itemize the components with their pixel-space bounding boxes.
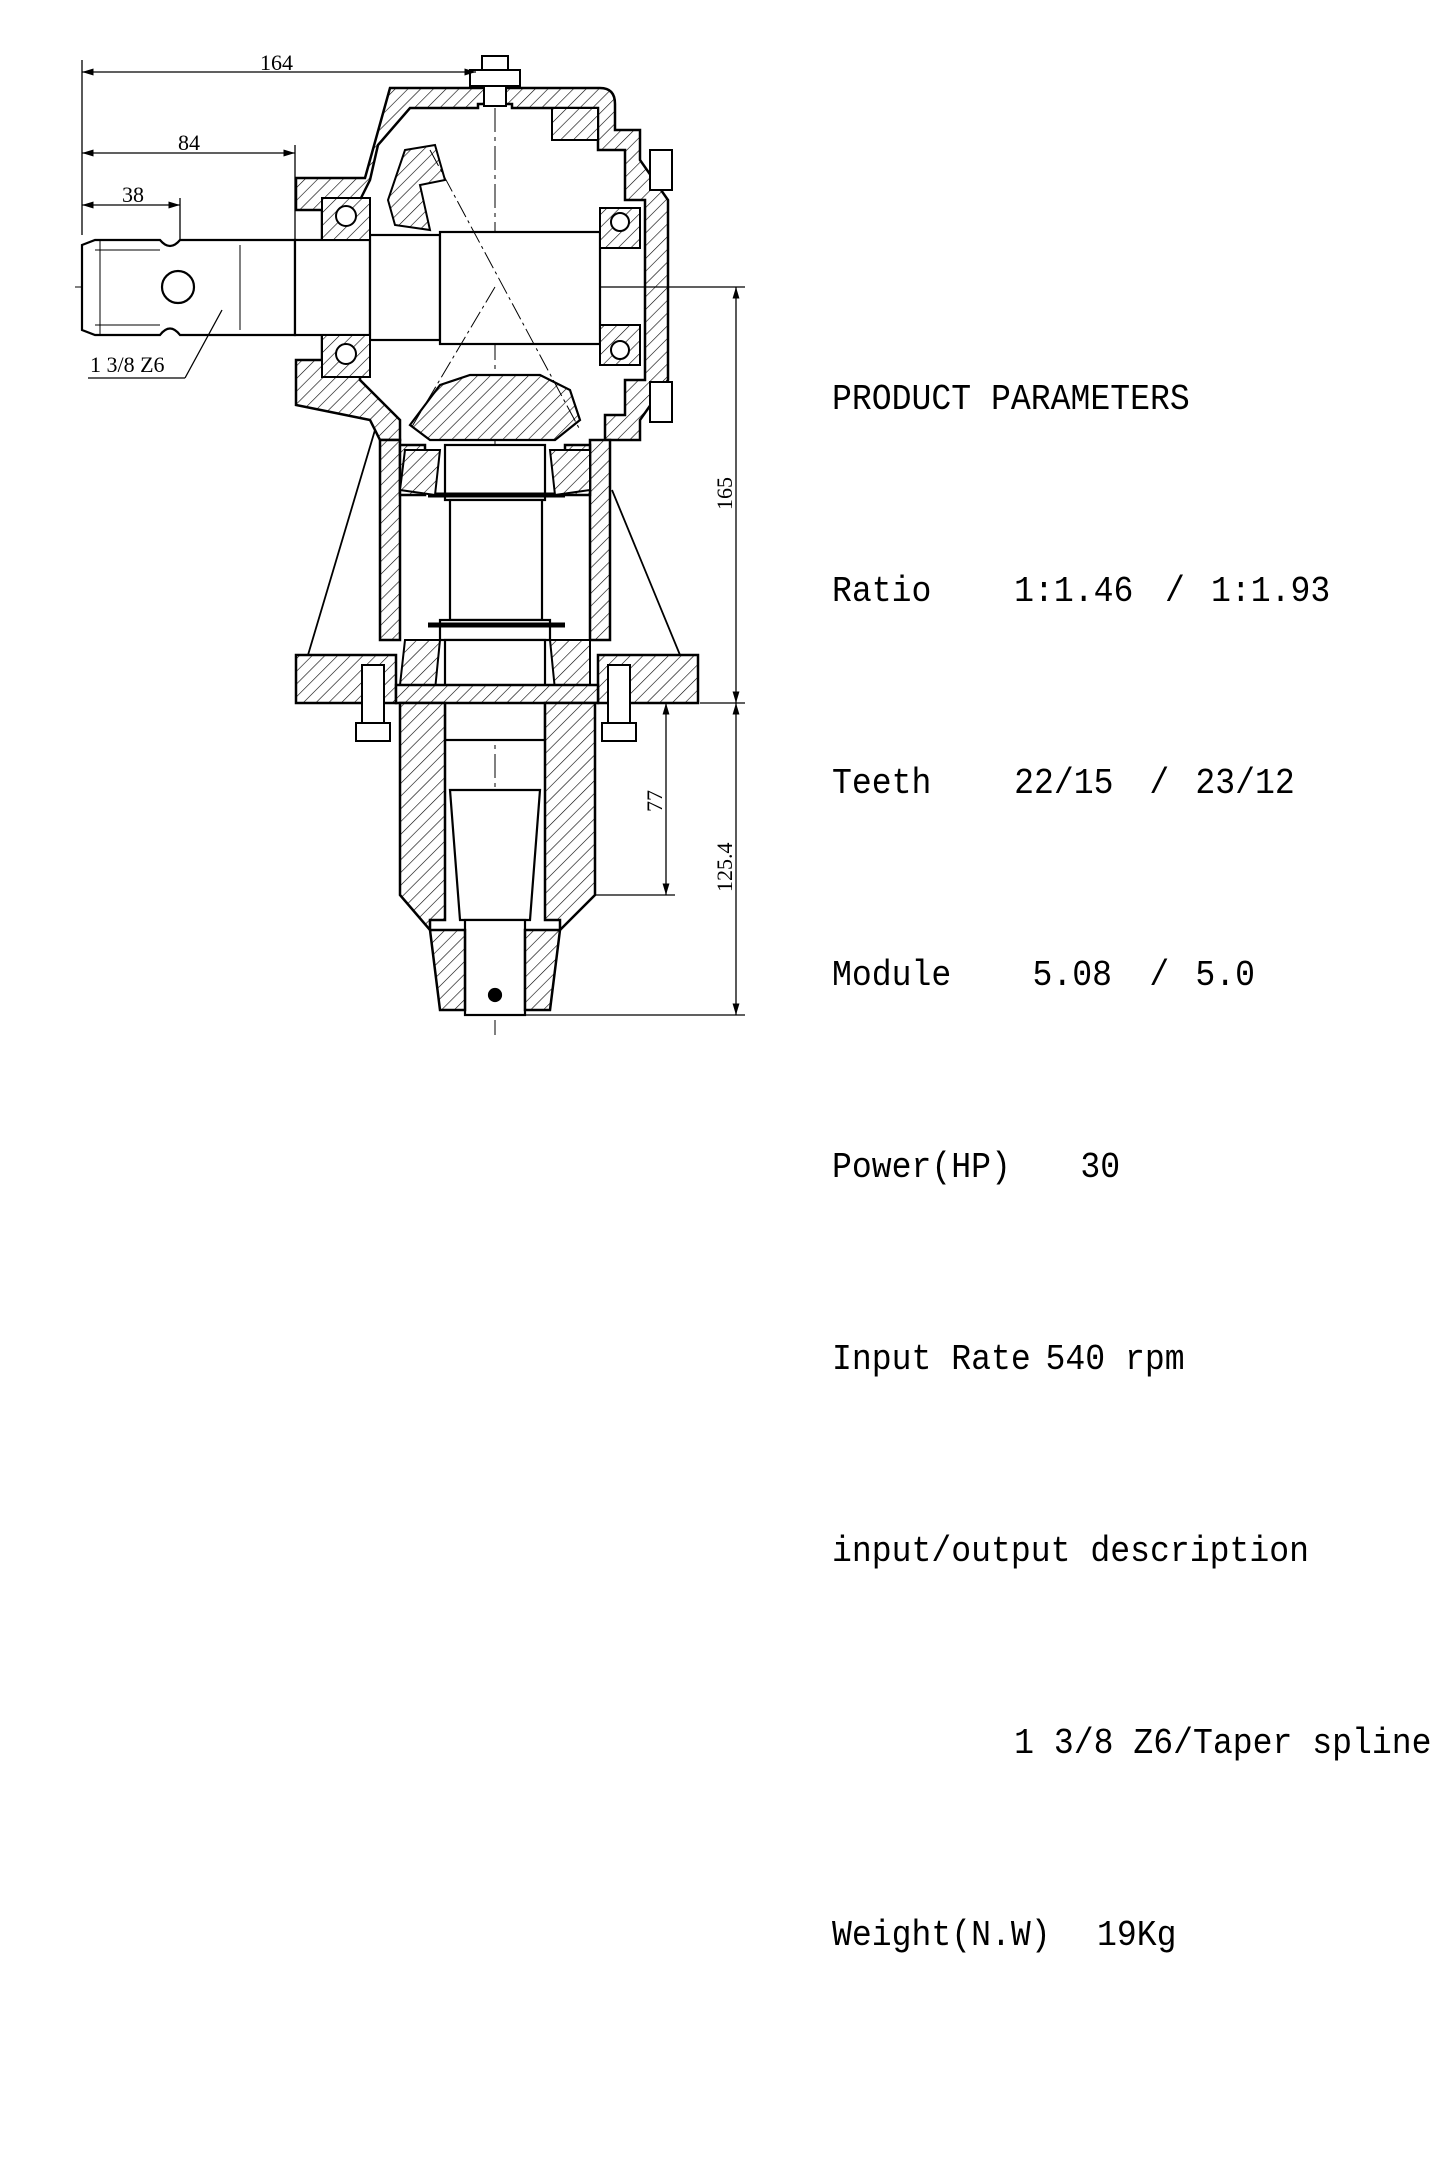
vent-plug [469,55,521,107]
ratio-value-2: 1:1.93 [1211,571,1331,612]
module-row: Module 5.08 / 5.0 [832,944,1347,1008]
module-value-1: 5.08 [1032,955,1113,996]
dimension-lines [81,60,745,1016]
teeth-value-2: 23/12 [1195,763,1295,804]
weight-label: Weight(N.W) [832,1915,1051,1956]
input-rate-label: Input Rate [832,1339,1031,1380]
support-ribs [307,429,681,656]
power-value: 30 [1080,1147,1121,1188]
module-separator: / [1149,955,1170,996]
product-parameters: PRODUCT PARAMETERS Ratio 1:1.46 / 1:1.93… [832,240,1432,2032]
bearing-balls [335,205,630,365]
bevel-gear [408,373,582,442]
housing-upper [294,86,670,442]
teeth-value-1: 22/15 [1014,763,1114,804]
output-bearings [398,449,591,692]
output-housing [398,701,597,1012]
input-shaft [80,230,602,346]
params-title-row: PRODUCT PARAMETERS [832,368,1347,432]
dim-125-4: 125.4 [712,843,737,893]
ratio-value-1: 1:1.46 [1014,571,1134,612]
dim-84: 84 [178,130,200,155]
side-bolts [649,149,673,423]
io-value: 1 3/8 Z6/Taper spline [1014,1723,1432,1764]
io-value-row: 1 3/8 Z6/Taper spline [832,1712,1431,1776]
ratio-separator: / [1165,571,1185,612]
teeth-row: Teeth 22/15 / 23/12 [832,752,1347,816]
dim-38: 38 [122,182,144,207]
dim-165: 165 [712,477,737,510]
housing-insert [386,107,599,232]
ratio-label: Ratio [832,571,932,612]
weight-row: Weight(N.W) 19Kg [832,1904,1347,1968]
dim-164: 164 [260,50,293,75]
gearbox-section-drawing: 164 84 38 1 3/8 Z6 165 77 125.4 [75,50,745,1035]
teeth-separator: / [1149,763,1170,804]
flange-bolts [355,664,637,742]
input-rate-value: 540 rpm [1045,1339,1185,1380]
input-rate-row: Input Rate 540 rpm [832,1328,1347,1392]
params-title: PRODUCT PARAMETERS [832,379,1190,420]
module-label: Module [832,955,952,996]
ratio-row: Ratio 1:1.46 / 1:1.93 [832,560,1347,624]
weight-value: 19Kg [1096,1915,1177,1956]
teeth-label: Teeth [832,763,932,804]
dim-77: 77 [642,790,667,812]
power-row: Power(HP) 30 [832,1136,1347,1200]
module-value-2: 5.0 [1195,955,1256,996]
shaft-rings [428,492,565,628]
pitch-lines [409,149,581,431]
io-label: input/output description [832,1531,1310,1572]
io-label-row: input/output description [832,1520,1347,1584]
dim-input-spline: 1 3/8 Z6 [90,352,165,377]
power-label: Power(HP) [832,1147,1011,1188]
